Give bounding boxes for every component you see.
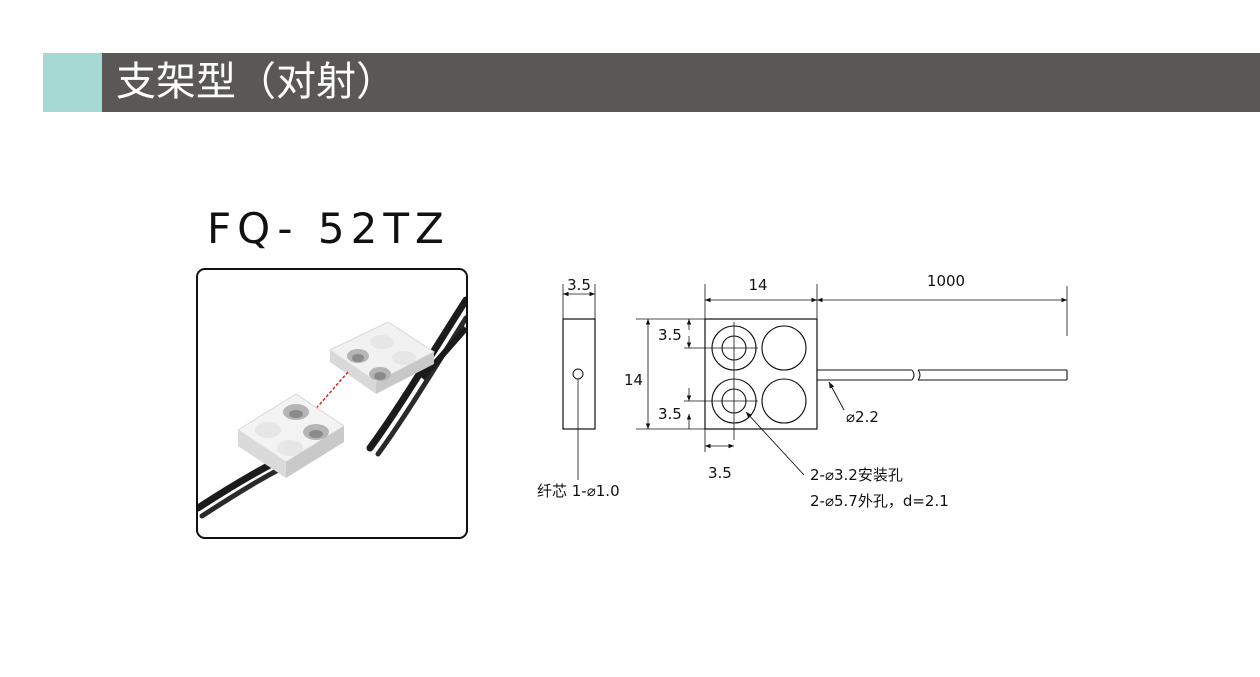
mount-hole-label: 2-⌀3.2安装孔 — [810, 466, 903, 484]
front-view-body — [704, 318, 818, 430]
hole-offset-top-label: 3.5 — [658, 326, 682, 344]
dimension-drawing: 3.5 纤芯 1-⌀1.0 14 1000 14 3.5 3.5 3.5 ⌀2.… — [537, 272, 1068, 510]
side-width-label: 3.5 — [567, 276, 591, 294]
cable-length-label: 1000 — [927, 272, 965, 290]
front-width-label: 14 — [748, 276, 767, 294]
hole-offset-bottom-label: 3.5 — [658, 405, 682, 423]
front-height-label: 14 — [624, 371, 643, 389]
header-bar — [102, 53, 1260, 112]
model-name: FQ- 52TZ — [207, 204, 450, 253]
hole-offset-left-label: 3.5 — [708, 464, 732, 482]
fiber-core-hole — [572, 368, 584, 380]
outer-hole-label: 2-⌀5.7外孔，d=2.1 — [810, 492, 949, 510]
page-title: 支架型（对射） — [116, 59, 396, 105]
fiber-core-label: 纤芯 1-⌀1.0 — [537, 482, 620, 500]
bracket-sensor-pair-icon — [198, 296, 466, 519]
side-view-body — [562, 318, 596, 430]
product-photo-frame — [196, 268, 468, 539]
header-accent-block — [43, 53, 102, 112]
cable-diameter-label: ⌀2.2 — [846, 408, 879, 426]
